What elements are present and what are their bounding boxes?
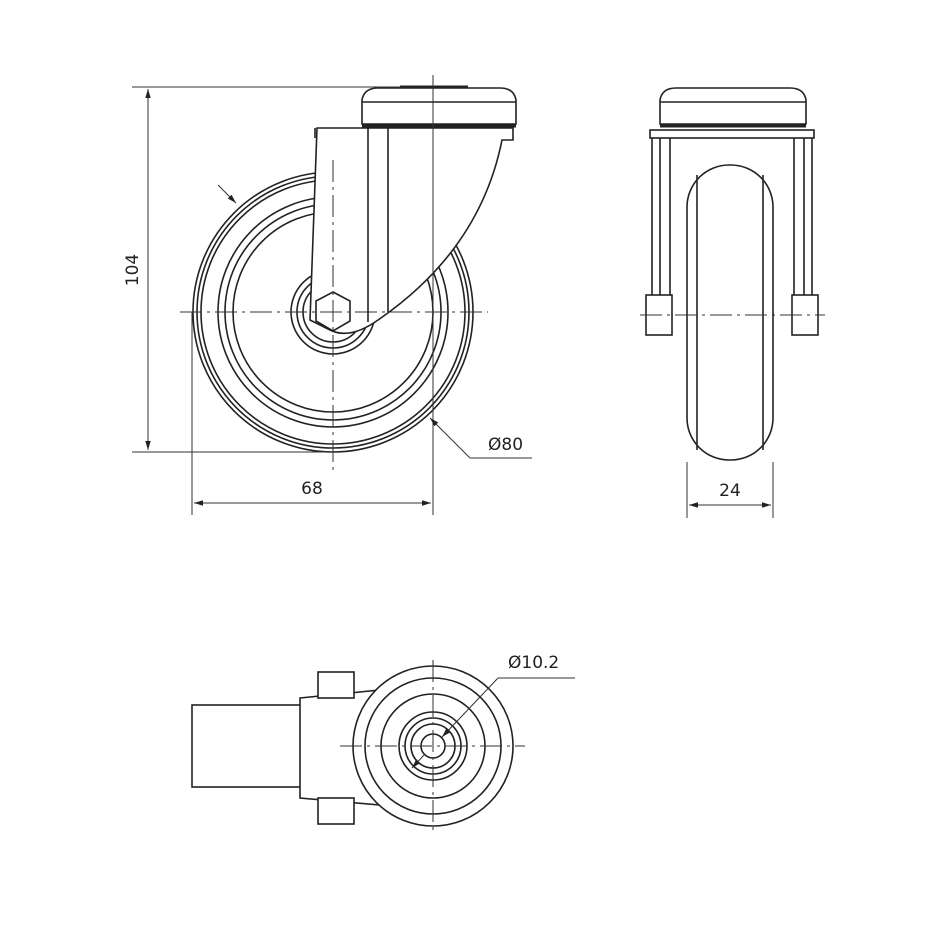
center-lines — [180, 75, 488, 515]
top-view: Ø10.2 — [191, 653, 575, 835]
side-view: 24 — [640, 87, 825, 518]
width-label: 68 — [301, 479, 323, 499]
height-dimension: 104 — [123, 86, 400, 453]
wheel-diameter-dimension: Ø80 — [217, 184, 532, 459]
fork-bracket — [309, 127, 514, 335]
wheel-width-label: 24 — [719, 481, 741, 501]
width-dimension: 68 — [191, 312, 431, 515]
bolt-hole-diameter-label: Ø10.2 — [508, 653, 559, 673]
height-label: 104 — [123, 254, 143, 286]
wheel-diameter-label: Ø80 — [488, 435, 523, 455]
top-plate — [361, 85, 517, 128]
front-view: 104 68 Ø80 — [123, 75, 532, 515]
